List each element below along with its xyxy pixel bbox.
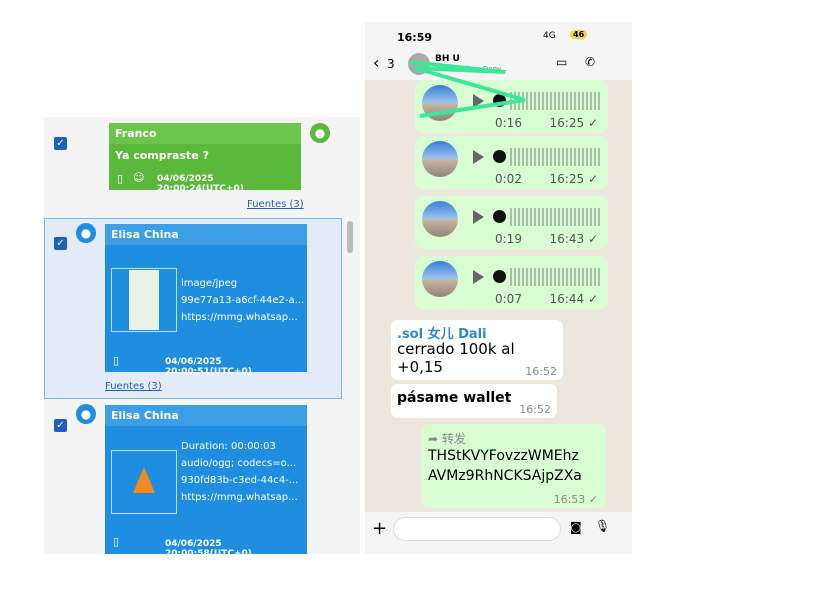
phone-icon: ▯ (117, 172, 124, 185)
back-count: 3 (387, 57, 395, 71)
phone-call-icon[interactable]: ✆ (585, 55, 596, 69)
timestamp: 04/06/2025 20:00:24(UTC+0) (157, 174, 244, 194)
back-icon[interactable]: ‹ (373, 53, 380, 72)
network-label: 4G (543, 31, 556, 41)
camera-icon[interactable]: ◙ (570, 520, 582, 534)
image-thumbnail[interactable] (111, 268, 177, 332)
chat-name: BH U (435, 54, 460, 64)
green-scribble-annotation (409, 60, 526, 118)
incoming-message[interactable]: pásame wallet 16:52 (391, 384, 557, 418)
message-checkbox[interactable]: ✓ (54, 137, 67, 150)
avatar-icon: ● (310, 123, 330, 143)
status-time: 16:59 (397, 31, 433, 44)
message-list-panel: ✓ Franco Ya compraste ? ▯ ☺ 04/06/2025 2… (44, 117, 360, 554)
video-call-icon[interactable]: ▭ (556, 55, 568, 69)
plus-icon[interactable]: + (372, 518, 388, 539)
play-icon (473, 94, 484, 108)
microphone-icon[interactable]: 🎙 (595, 519, 611, 533)
scrollbar-thumb[interactable] (347, 221, 353, 253)
message-checkbox[interactable]: ✓ (54, 419, 67, 432)
sender-name: Elisa China (105, 224, 307, 245)
forward-label: ➦ 转发 (428, 432, 466, 446)
forward-icon: ➦ (428, 432, 442, 446)
phone-icon: ▯ (113, 535, 120, 548)
sources-link[interactable]: Fuentes (3) (247, 199, 304, 210)
message-checkbox[interactable]: ✓ (54, 237, 67, 250)
timestamp: 04/06/2025 20:00:58(UTC+0) (165, 539, 252, 554)
avatar-icon: ● (76, 404, 96, 424)
battery-badge: 46 (570, 30, 588, 39)
play-icon (473, 150, 484, 164)
message-bubble-franco[interactable]: Franco Ya compraste ? ▯ ☺ 04/06/2025 20:… (109, 123, 301, 194)
vlc-media-icon[interactable] (111, 450, 177, 514)
avatar-icon: ● (76, 223, 96, 243)
message-input[interactable] (393, 517, 561, 541)
sender-name: Elisa China (105, 405, 307, 426)
message-text: Ya compraste ? (115, 149, 209, 162)
incoming-message[interactable]: .sol 女儿 Dali cerrado 100k al +0,15 16:52 (391, 320, 563, 380)
sources-link[interactable]: Fuentes (3) (105, 381, 162, 392)
whatsapp-screenshot: 16:59 4G 46 ‹ 3 BH U ...sol, Dali, ... D… (365, 22, 632, 554)
timestamp: 04/06/2025 20:00:51(UTC+0) (165, 357, 252, 377)
phone-icon: ▯ (113, 354, 120, 367)
sender-name: Franco (109, 123, 301, 144)
play-icon (473, 270, 484, 284)
play-icon (473, 210, 484, 224)
group-icon: ☺ (133, 171, 145, 184)
outgoing-forwarded-message[interactable]: ➦ 转发 THStKVYFovzzWMEhz AVMz9RhNCKSAjpZXa… (422, 424, 606, 508)
